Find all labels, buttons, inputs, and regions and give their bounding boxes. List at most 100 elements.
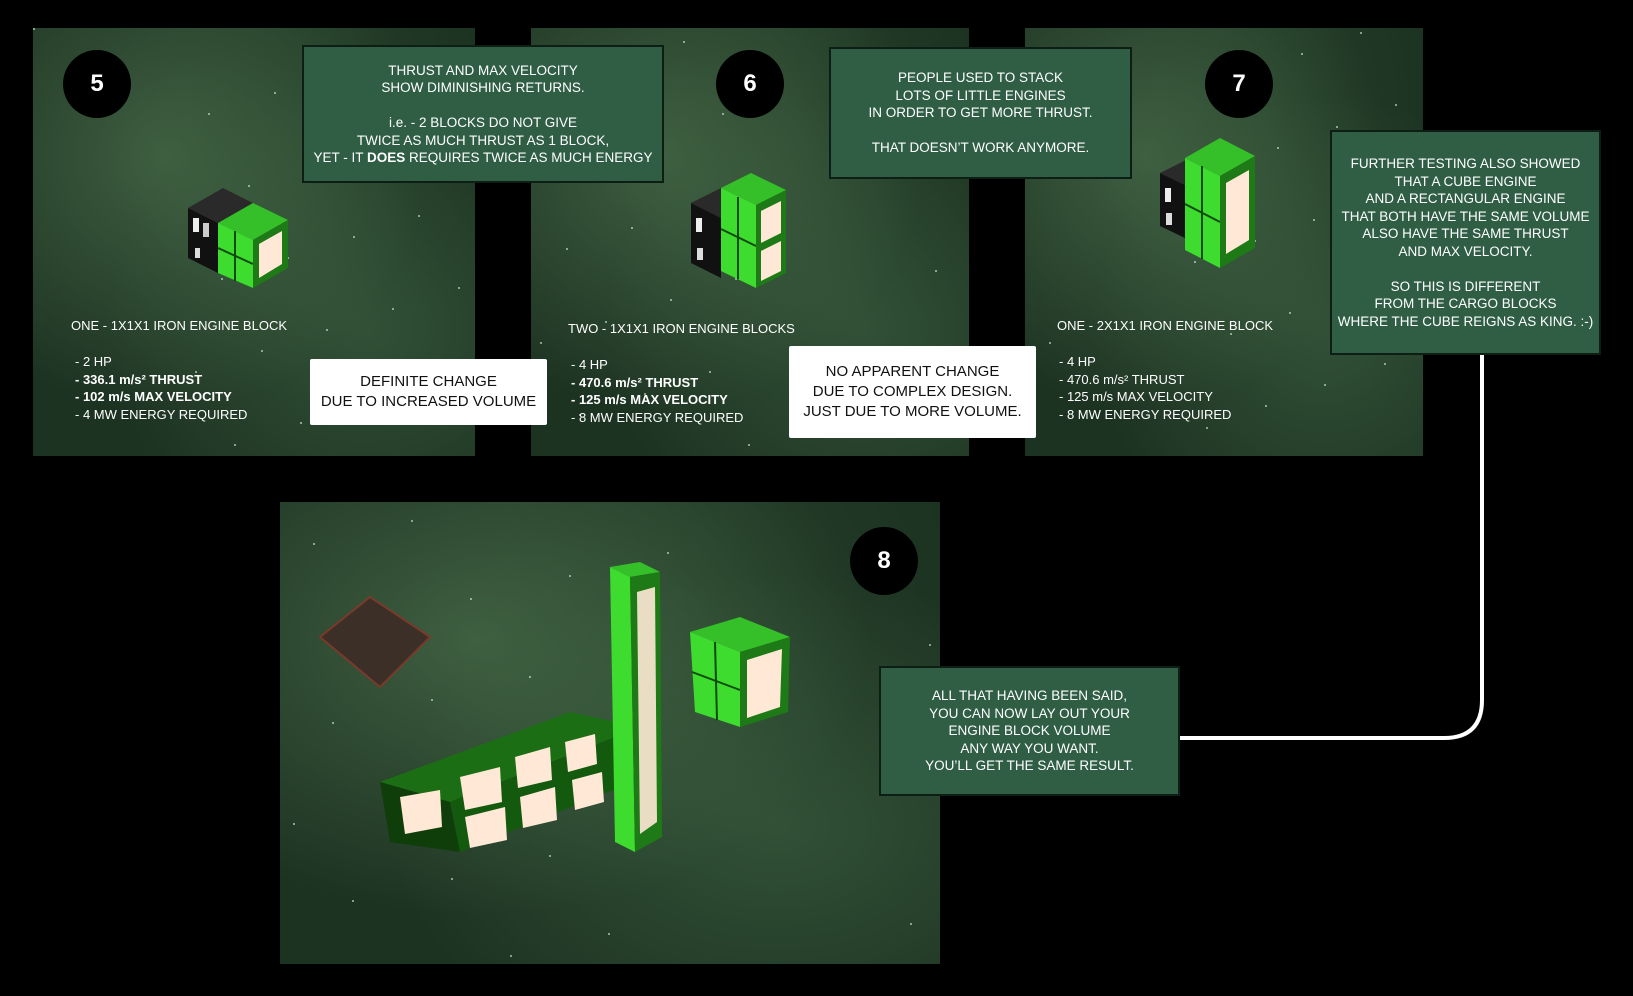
- star: [578, 413, 581, 416]
- note-line: FROM THE CARGO BLOCKS: [1374, 296, 1557, 311]
- star: [909, 923, 912, 926]
- stat-hp: - 4 HP: [1059, 354, 1096, 369]
- star: [1324, 384, 1327, 387]
- star: [934, 269, 937, 272]
- stat-thrust: - 336.1 m/s² THRUST: [75, 371, 203, 387]
- star: [450, 877, 453, 880]
- stat-max-velocity: - 102 m/s MAX VELOCITY: [75, 389, 232, 404]
- star: [1359, 32, 1362, 35]
- stat-max-velocity: - 125 m/s MAX VELOCITY: [1059, 389, 1213, 404]
- note-line: ALSO HAVE THE SAME THRUST: [1362, 226, 1569, 241]
- star: [1300, 53, 1303, 56]
- star: [195, 371, 198, 374]
- note-line: i.e. - 2 BLOCKS DO NOT GIVE: [388, 115, 578, 130]
- note-line: SO THIS IS DIFFERENT: [1390, 278, 1541, 294]
- note-line: SHOW DIMINISHING RETURNS.: [381, 80, 585, 95]
- star: [352, 900, 355, 903]
- panel-6-stats: - 4 HP - 470.6 m/s² THRUST - 125 m/s MAX…: [571, 356, 743, 426]
- stat-thrust: - 470.6 m/s² THRUST: [571, 374, 699, 390]
- star: [630, 227, 633, 230]
- panel-5-stats: - 2 HP - 336.1 m/s² THRUST - 102 m/s MAX…: [75, 353, 247, 423]
- star: [721, 112, 724, 115]
- star: [273, 91, 276, 94]
- note-line: DUE TO INCREASED VOLUME: [320, 393, 537, 410]
- note-conclusion: ALL THAT HAVING BEEN SAID, YOU CAN NOW L…: [879, 666, 1180, 796]
- star: [1395, 104, 1398, 107]
- note-line: ANY WAY YOU WANT.: [960, 740, 1099, 756]
- note-no-apparent-change: NO APPARENT CHANGE DUE TO COMPLEX DESIGN…: [789, 346, 1036, 438]
- star: [392, 307, 395, 310]
- star: [1194, 261, 1197, 264]
- engine-blocks-two-1x1x1: [691, 173, 786, 288]
- star: [247, 184, 250, 187]
- star: [565, 248, 568, 251]
- note-line: AND A RECTANGULAR ENGINE: [1365, 191, 1566, 206]
- star: [1229, 333, 1232, 336]
- note-emphasis: DOES: [366, 150, 406, 165]
- star: [260, 350, 263, 353]
- step-badge-8: 8: [850, 527, 918, 595]
- step-badge-6: 6: [716, 50, 784, 118]
- note-line: DUE TO COMPLEX DESIGN.: [812, 383, 1013, 400]
- star: [418, 214, 421, 217]
- star: [568, 575, 571, 578]
- stat-hp: - 2 HP: [75, 354, 112, 369]
- note-line: THAT BOTH HAVE THE SAME VOLUME: [1341, 208, 1590, 224]
- panel-7-caption: ONE - 2X1X1 IRON ENGINE BLOCK: [1057, 318, 1274, 333]
- stat-hp: - 4 HP: [571, 357, 608, 372]
- star: [33, 28, 35, 30]
- star: [234, 443, 237, 446]
- star: [1048, 341, 1051, 344]
- note-line: AND MAX VELOCITY.: [1398, 243, 1533, 259]
- note-line: THAT A CUBE ENGINE: [1394, 173, 1537, 189]
- engine-block-2x1x1: [1160, 138, 1255, 268]
- note-stack-engines: PEOPLE USED TO STACK LOTS OF LITTLE ENGI…: [829, 47, 1132, 179]
- star: [457, 286, 460, 289]
- note-further-testing: FURTHER TESTING ALSO SHOWED THAT A CUBE …: [1330, 130, 1601, 355]
- note-line: PEOPLE USED TO STACK: [897, 70, 1064, 86]
- note-line: YET - IT DOES REQUIRES TWICE AS MUCH ENE…: [304, 149, 662, 167]
- star: [539, 341, 542, 344]
- stat-energy: - 4 MW ENERGY REQUIRED: [75, 406, 248, 422]
- note-line: TWICE AS MUCH THRUST AS 1 BLOCK,: [356, 132, 610, 148]
- step-badge-5: 5: [63, 50, 131, 118]
- note-line: THAT DOESN’T WORK ANYMORE.: [871, 140, 1090, 156]
- note-text: YET - IT: [313, 150, 367, 165]
- note-line: LOTS OF LITTLE ENGINES: [895, 87, 1066, 103]
- panel-7-stats: - 4 HP - 470.6 m/s² THRUST - 125 m/s MAX…: [1059, 353, 1231, 423]
- note-line: YOU CAN NOW LAY OUT YOUR: [929, 705, 1130, 721]
- star: [1312, 218, 1315, 221]
- star: [470, 598, 473, 601]
- engine-layout-combined: [318, 562, 790, 852]
- note-line: YOU’LL GET THE SAME RESULT.: [925, 758, 1134, 774]
- star: [548, 854, 551, 857]
- star: [430, 698, 433, 701]
- note-line: FURTHER TESTING ALSO SHOWED: [1350, 156, 1581, 171]
- star: [332, 721, 335, 724]
- note-text: REQUIRES TWICE AS MUCH ENERGY: [405, 150, 653, 165]
- stat-max-velocity: - 125 m/s MAX VELOCITY: [571, 392, 728, 407]
- star: [1288, 312, 1291, 315]
- note-line: ENGINE BLOCK VOLUME: [948, 723, 1111, 739]
- note-line: IN ORDER TO GET MORE THRUST.: [868, 105, 1093, 121]
- star: [300, 422, 303, 425]
- note-line: THRUST AND MAX VELOCITY: [388, 62, 578, 78]
- note-line: WHERE THE CUBE REIGNS AS KING. :-): [1337, 313, 1594, 329]
- star: [643, 392, 646, 395]
- star: [287, 256, 290, 259]
- stat-energy: - 8 MW ENERGY REQUIRED: [1059, 406, 1232, 422]
- star: [529, 676, 532, 679]
- star: [312, 543, 315, 546]
- note-line: DEFINITE CHANGE: [360, 373, 497, 390]
- star: [221, 278, 224, 281]
- note-line: NO APPARENT CHANGE: [825, 363, 1000, 380]
- star: [929, 643, 932, 646]
- stat-energy: - 8 MW ENERGY REQUIRED: [571, 409, 744, 425]
- panel-5-caption: ONE - 1X1X1 IRON ENGINE BLOCK: [71, 318, 288, 333]
- star: [604, 320, 607, 323]
- note-line: ALL THAT HAVING BEEN SAID,: [931, 688, 1128, 704]
- star: [509, 955, 512, 958]
- stat-thrust: - 470.6 m/s² THRUST: [1059, 371, 1185, 387]
- star: [1383, 362, 1386, 365]
